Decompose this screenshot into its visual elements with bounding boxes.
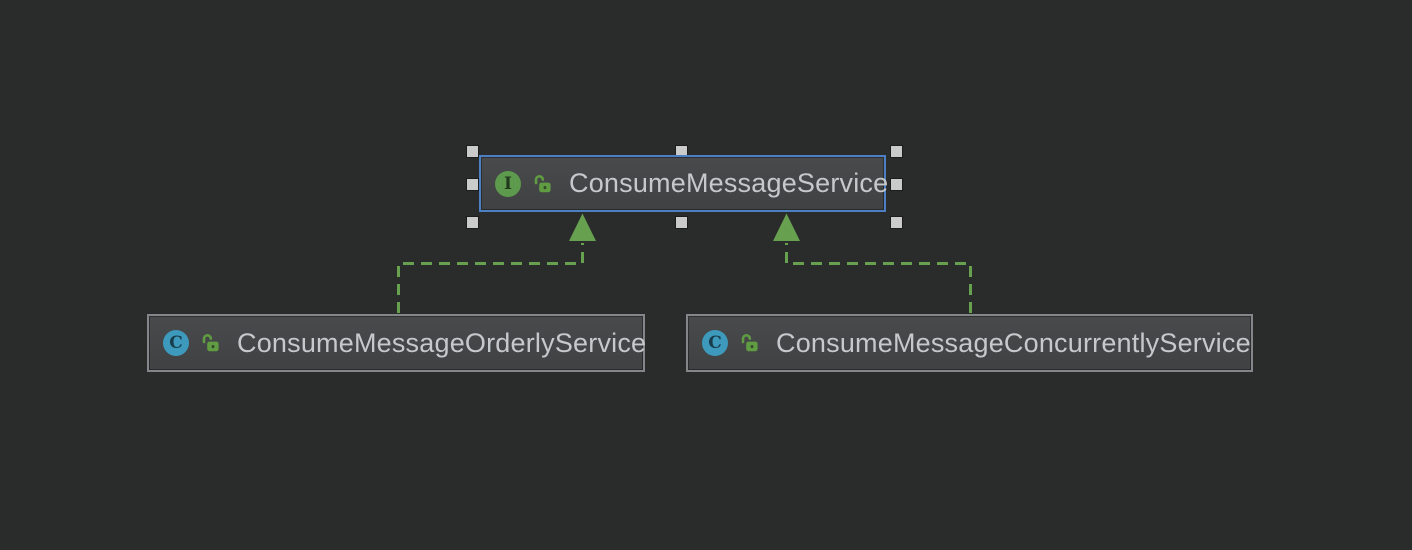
selection-handle-top-center[interactable] [676,146,687,157]
selection-handle-bottom-left[interactable] [467,217,478,228]
node-label: ConsumeMessageService [569,168,889,198]
unlocked-padlock-icon [741,334,758,352]
node-consume-message-orderly-service[interactable]: C ConsumeMessageOrderlyService [147,314,647,372]
edge-orderly-implements[interactable] [397,243,584,313]
class-icon: C [702,330,728,356]
selection-handle-mid-left[interactable] [467,179,478,190]
node-label: ConsumeMessageConcurrentlyService [776,327,1251,358]
edge-concurrently-implements[interactable] [785,243,972,313]
selection-handle-top-left[interactable] [467,146,478,157]
arrowhead-orderly [569,213,596,241]
selection-handle-top-right[interactable] [891,146,902,157]
selection-handle-bottom-center[interactable] [676,217,687,228]
selection-handle-bottom-right[interactable] [891,217,902,228]
unlocked-padlock-icon [202,334,219,352]
node-label: ConsumeMessageOrderlyService [237,327,647,358]
unlocked-padlock-icon [534,174,551,192]
arrowhead-concurrently [773,213,800,241]
node-consume-message-concurrently-service[interactable]: C ConsumeMessageConcurrentlyService [686,314,1253,372]
class-icon: C [163,330,189,356]
interface-icon: I [495,170,521,197]
node-consume-message-service[interactable]: I ConsumeMessageService [479,155,889,212]
selection-handle-mid-right[interactable] [891,179,902,190]
